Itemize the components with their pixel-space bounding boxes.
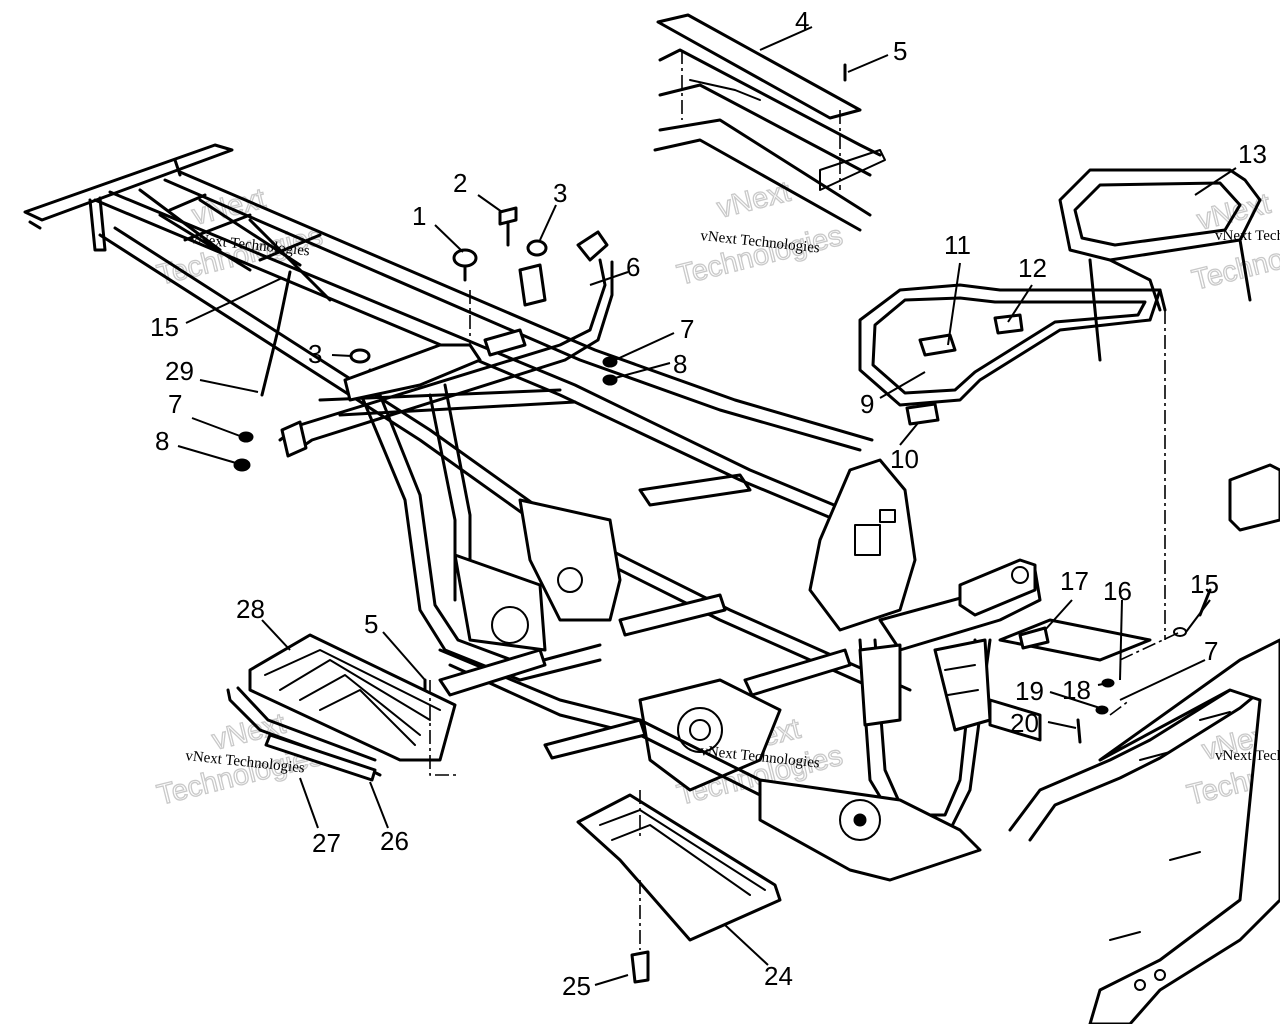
callout-20: 20: [1010, 708, 1039, 738]
callout-13: 13: [1238, 139, 1267, 169]
callout-8: 8: [673, 349, 687, 379]
footrest-assembly: [226, 633, 457, 782]
callout-7: 7: [168, 389, 182, 419]
callout-9: 9: [860, 389, 874, 419]
callout-15: 15: [150, 312, 179, 342]
callout-7: 7: [1204, 636, 1218, 666]
callout-3: 3: [308, 339, 322, 369]
callout-2: 2: [453, 168, 467, 198]
skid-plate: [576, 793, 782, 942]
callout-10: 10: [890, 444, 919, 474]
leader-lines: [177, 26, 1237, 986]
callout-29: 29: [165, 356, 194, 386]
hardware: [233, 63, 1212, 984]
callout-11: 11: [944, 230, 971, 260]
main-frame: [23, 143, 1152, 882]
callout-4: 4: [795, 6, 809, 36]
watermark-large-line2: Technologies: [674, 220, 846, 292]
inset-detail: [653, 13, 886, 232]
watermark-large-line1: vNext: [714, 176, 794, 225]
callout-6: 6: [626, 252, 640, 282]
callout-5: 5: [893, 36, 907, 66]
callout-12: 12: [1018, 253, 1047, 283]
watermark-text: vNext Technologies: [1215, 748, 1280, 764]
callout-18: 18: [1062, 675, 1091, 705]
callout-3: 3: [553, 178, 567, 208]
rear-bumper: [1008, 463, 1280, 1024]
callout-17: 17: [1060, 566, 1089, 596]
callout-8: 8: [155, 426, 169, 456]
callout-28: 28: [236, 594, 265, 624]
callout-7: 7: [680, 314, 694, 344]
callout-26: 26: [380, 826, 409, 856]
callout-1: 1: [412, 201, 426, 231]
callout-labels: 1 2 3 3 4 5 5 6 7 7 7 8 8 9 10 11 12 13 …: [150, 6, 1267, 1001]
handlebar-mount: [278, 230, 614, 458]
watermark-text: vNext Technologies: [1215, 228, 1280, 244]
callout-25: 25: [562, 971, 591, 1001]
callout-24: 24: [764, 961, 793, 991]
rear-rack: [858, 168, 1262, 426]
callout-27: 27: [312, 828, 341, 858]
callout-16: 16: [1103, 576, 1132, 606]
callout-15: 15: [1190, 569, 1219, 599]
alignment-lines: [429, 290, 1181, 950]
callout-19: 19: [1015, 676, 1044, 706]
callout-5: 5: [364, 609, 378, 639]
